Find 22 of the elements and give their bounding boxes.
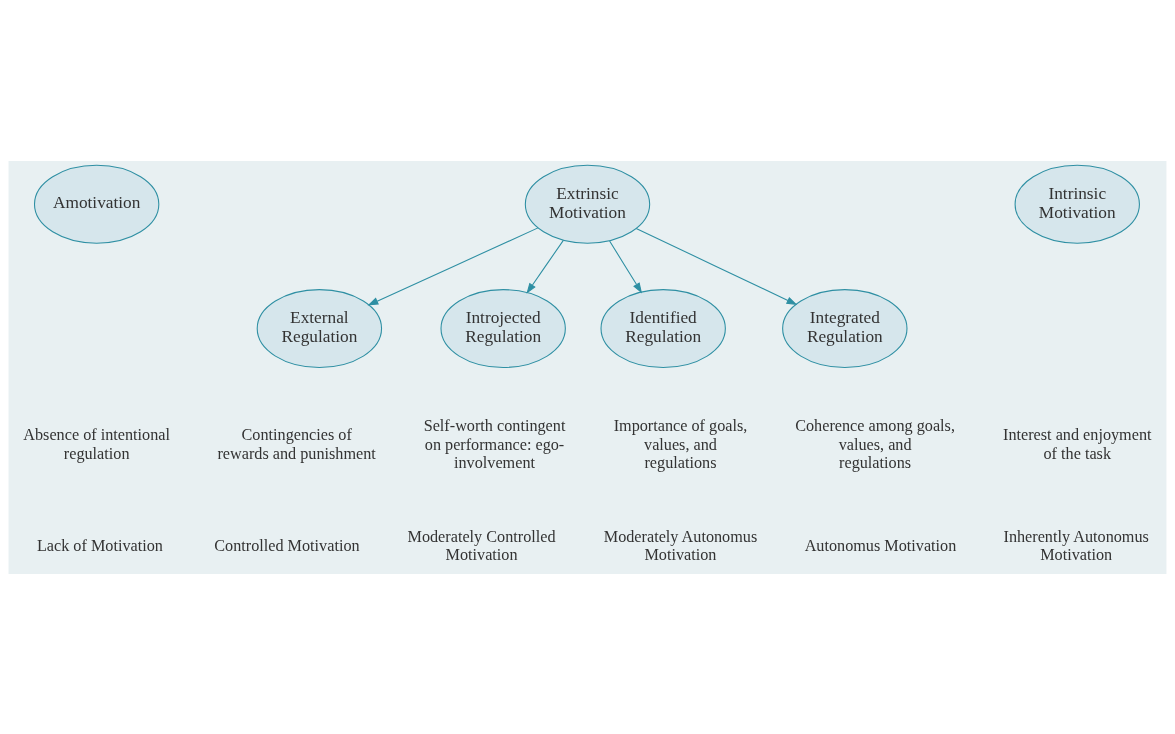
label: Interest and enjoyment of the task	[1003, 425, 1152, 463]
label: Lack of Motivation	[36, 536, 163, 555]
node-ellipse: Intrinsic Motivation	[1014, 164, 1140, 244]
label: Contingencies of rewards and punishment	[217, 425, 376, 463]
arrow	[526, 239, 564, 294]
label: Controlled Motivation	[214, 536, 360, 555]
node-ellipse: Identified Regulation	[600, 288, 726, 368]
node-ellipse: External Regulation	[256, 288, 383, 368]
label: Importance of goals, values, and regulations	[613, 416, 748, 472]
arrow	[609, 239, 643, 293]
node-ellipse: Extrinsic Motivation	[524, 164, 651, 244]
label: Autonomus Motivation	[804, 536, 957, 555]
label: Inherently Autonomus Motivation	[1003, 527, 1149, 564]
node-ellipse: Amotivation	[33, 164, 160, 244]
label: Self-worth contingent on performance: ego-involvement	[423, 416, 566, 472]
arrow	[367, 226, 539, 306]
label: Absence of intentional regulation	[23, 425, 170, 463]
label: Moderately Controlled Motivation	[407, 527, 556, 564]
label: Moderately Autonomus Motivation	[603, 527, 758, 564]
node-ellipse: Introjected Regulation	[440, 288, 566, 368]
label: Coherence among goals, values, and regulations	[795, 416, 955, 472]
arrow	[635, 227, 798, 305]
